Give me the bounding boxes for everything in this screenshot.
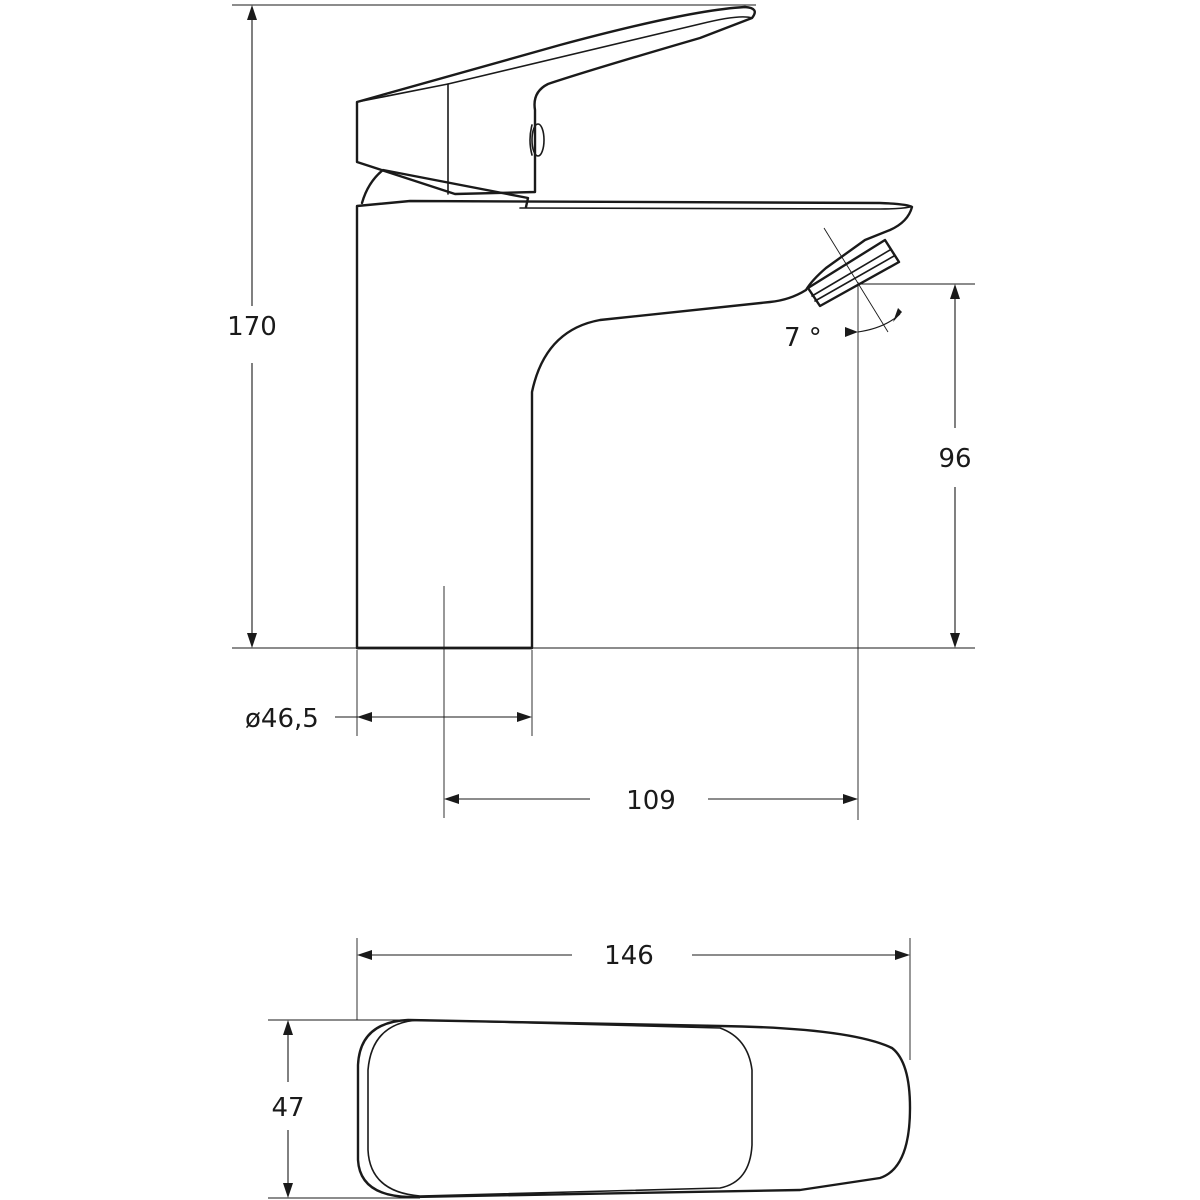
dimension-spout-reach: 109 — [443, 586, 858, 818]
dimension-overall-height: 170 — [227, 4, 975, 649]
base-diameter-label: ø46,5 — [245, 704, 319, 734]
lever-screw — [529, 123, 545, 157]
top-width-label: 47 — [271, 1093, 304, 1123]
angle-label: 7 ° — [784, 323, 822, 353]
dimension-top-width: 47 — [268, 1019, 420, 1199]
spout-reach-label: 109 — [626, 786, 676, 816]
dimension-spout-height: 96 — [858, 283, 975, 648]
dimension-top-length: 146 — [356, 938, 911, 1060]
faucet-body-outline — [355, 199, 914, 650]
faucet-side-view — [355, 5, 914, 820]
dimension-base-diameter: ø46,5 — [245, 650, 533, 736]
aerator — [806, 238, 901, 308]
dimension-angle: 7 ° — [784, 308, 902, 353]
faucet-top-view — [356, 1018, 912, 1199]
lever-top-edge — [447, 16, 753, 85]
cartridge-cap — [360, 168, 530, 209]
lever-handle-outline — [355, 5, 756, 196]
top-length-label: 146 — [604, 941, 654, 971]
spout-top-line — [519, 206, 911, 210]
spout-height-label: 96 — [938, 444, 971, 474]
top-view-handle-outline — [367, 1019, 753, 1197]
overall-height-label: 170 — [227, 312, 277, 342]
top-view-outline — [356, 1018, 912, 1199]
